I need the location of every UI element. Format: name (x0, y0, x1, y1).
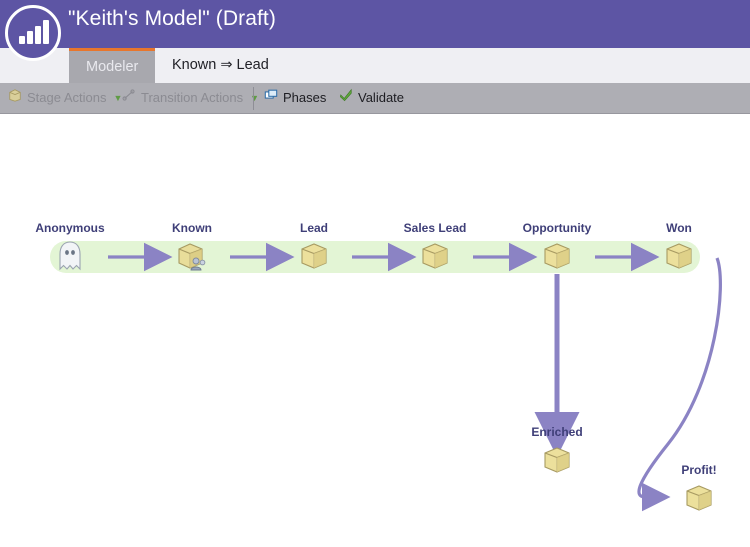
node-anonymous[interactable]: Anonymous (27, 221, 113, 273)
node-sales-lead[interactable]: Sales Lead (392, 221, 478, 273)
toolbar-stage-actions[interactable]: Stage Actions ▼ (8, 83, 122, 113)
box-icon (514, 239, 600, 273)
layers-icon (264, 83, 278, 113)
node-sales-lead-label: Sales Lead (403, 221, 467, 235)
box-icon (636, 239, 722, 273)
node-enriched-label: Enriched (531, 425, 583, 439)
box-icon (514, 443, 600, 477)
toolbar-validate-button[interactable]: Validate (339, 83, 404, 113)
node-lead[interactable]: Lead (271, 221, 357, 273)
box-icon (271, 239, 357, 273)
chevron-down-icon[interactable]: ▼ (113, 93, 123, 103)
box-people-icon (149, 239, 235, 273)
toolbar-validate-label: Validate (358, 90, 405, 105)
tab-strip: Modeler Known ⇒ Lead (0, 48, 750, 83)
box-icon (656, 481, 742, 515)
node-known[interactable]: Known (149, 221, 235, 273)
node-profit[interactable]: Profit! (656, 463, 742, 515)
app-header: "Keith's Model" (Draft) (0, 0, 750, 48)
toolbar-phases-button[interactable]: Phases (264, 83, 326, 113)
node-won[interactable]: Won (636, 221, 722, 273)
diagram-canvas[interactable]: Anonymous Known (0, 114, 750, 547)
toolbar-stage-actions-label: Stage Actions (27, 90, 107, 105)
transition-line-icon (122, 83, 136, 113)
node-enriched[interactable]: Enriched (514, 425, 600, 477)
toolbar-transition-actions[interactable]: Transition Actions ▼ (122, 83, 259, 113)
box-icon (392, 239, 478, 273)
bar-chart-logo-icon[interactable] (5, 5, 61, 61)
node-profit-label: Profit! (681, 463, 717, 477)
page-title: "Keith's Model" (Draft) (68, 7, 276, 30)
ghost-icon (27, 239, 113, 273)
tab-modeler[interactable]: Modeler (69, 48, 156, 83)
node-won-label: Won (666, 221, 692, 235)
transition-arrows-layer (108, 242, 722, 512)
node-opportunity[interactable]: Opportunity (514, 221, 600, 273)
toolbar-divider (253, 87, 254, 110)
green-check-icon (339, 83, 353, 113)
node-lead-label: Lead (299, 221, 328, 235)
toolbar: Stage Actions ▼ Transition Actions ▼ (0, 83, 750, 114)
box-icon (8, 83, 22, 113)
transition-won-profit[interactable] (637, 257, 722, 512)
node-anonymous-label: Anonymous (35, 221, 105, 235)
tab-known-lead[interactable]: Known ⇒ Lead (155, 48, 286, 83)
node-known-label: Known (172, 221, 212, 235)
toolbar-transition-actions-label: Transition Actions (141, 90, 244, 105)
node-opportunity-label: Opportunity (522, 221, 592, 235)
toolbar-phases-label: Phases (283, 90, 327, 105)
phase-band[interactable] (50, 241, 700, 273)
chevron-down-icon[interactable]: ▼ (250, 93, 260, 103)
